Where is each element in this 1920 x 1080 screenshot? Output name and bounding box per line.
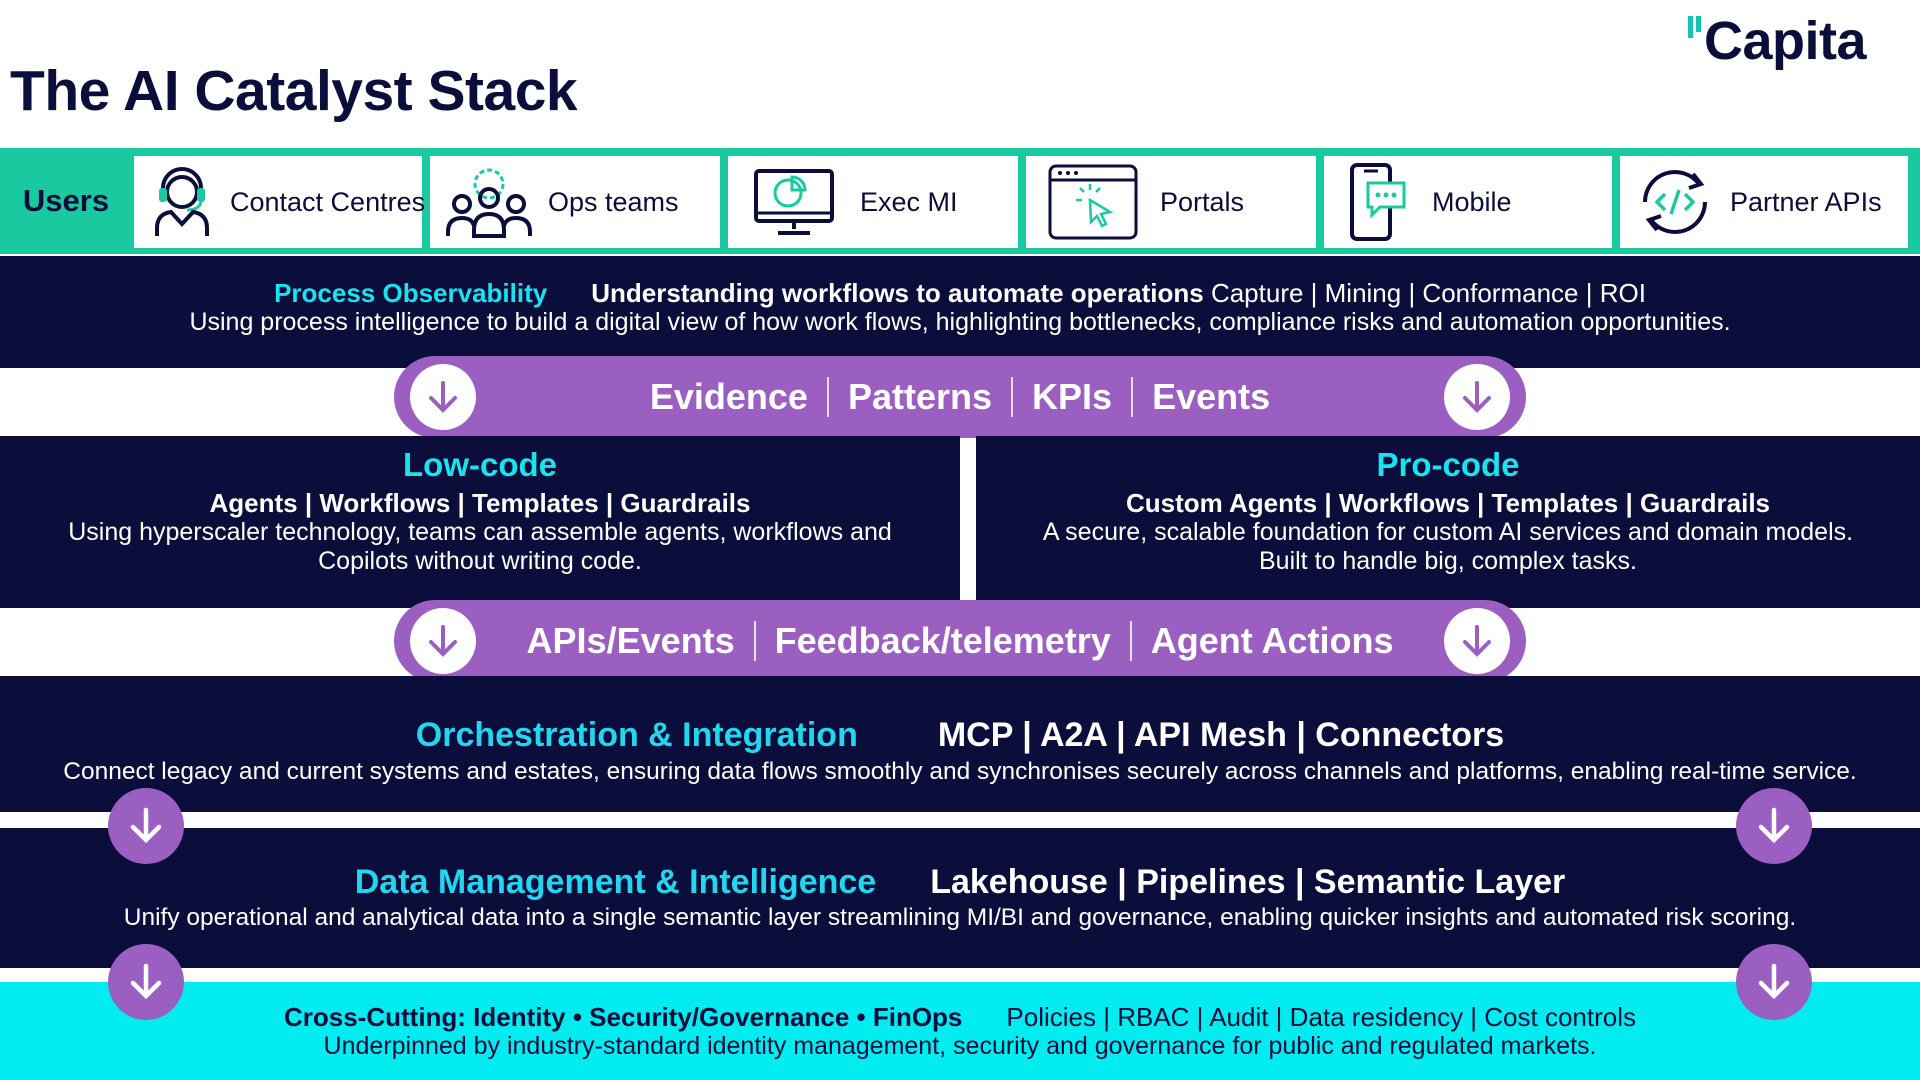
data-management-description: Unify operational and analytical data in… [123,904,1797,931]
page-title: The AI Catalyst Stack [10,59,578,123]
user-label: Exec MI [860,186,958,217]
pill-divider [1011,377,1014,417]
process-observability-subtitle: Understanding workflows to automate oper… [591,278,1204,308]
logo-mark-bar [1688,16,1693,38]
user-card-portals: Portals [1026,156,1316,248]
pill-divider [1131,377,1134,417]
pro-code-panel: Pro-code Custom Agents | Workflows | Tem… [976,436,1920,608]
users-label: Users [22,183,110,218]
arrow-down-icon [1444,364,1510,430]
process-observability-description: Using process intelligence to build a di… [189,308,1731,336]
flow-item-evidence: Evidence [649,376,808,417]
arrow-down-icon [1444,608,1510,674]
flow-item-agent-actions: Agent Actions [1150,620,1394,661]
pro-code-title: Pro-code [1376,446,1520,483]
logo-text: Capita [1704,11,1867,71]
monitor-chart-icon [728,156,860,248]
arrow-down-icon [108,788,184,864]
user-label: Portals [1160,186,1245,217]
flow-pill-apis: APIs/Events Feedback/telemetry Agent Act… [394,600,1526,682]
pro-code-subtitle: Custom Agents | Workflows | Templates | … [1125,488,1771,518]
arrow-down-icon [1736,788,1812,864]
arrow-down-icon [1736,944,1812,1020]
data-management-heading: Data Management & Intelligence Lakehouse … [0,863,1920,902]
user-label: Partner APIs [1730,186,1882,217]
user-card-mobile: Mobile [1324,156,1612,248]
capita-logo: Capita [1688,11,1898,74]
browser-cursor-icon [1026,156,1160,248]
cross-cutting-title: Cross-Cutting: Identity • Security/Gover… [283,1002,963,1032]
orchestration-description: Connect legacy and current systems and e… [63,758,1857,785]
data-management-band: Data Management & Intelligence Lakehouse … [0,828,1920,968]
arrow-down-icon [410,364,476,430]
orchestration-heading: Orchestration & Integration MCP | A2A | A… [0,716,1920,755]
process-observability-title: Process Observability [274,278,548,308]
low-code-subtitle: Agents | Workflows | Templates | Guardra… [209,488,751,518]
flow-item-apis-events: APIs/Events [526,620,735,661]
flow-item-kpis: KPIs [1032,376,1113,417]
cross-cutting-band: Cross-Cutting: Identity • Security/Gover… [0,982,1920,1080]
user-label: Ops teams [548,186,679,217]
team-gear-icon [430,156,548,248]
flow-item-feedback-telemetry: Feedback/telemetry [774,620,1111,661]
user-card-exec-mi: Exec MI [728,156,1018,248]
code-sync-icon [1620,156,1730,248]
low-code-description: Using hyperscaler technology, teams can … [68,518,892,575]
process-observability-band: Process Observability Understanding workf… [0,256,1920,368]
orchestration-band: Orchestration & Integration MCP | A2A | A… [0,676,1920,812]
cross-cutting-description: Underpinned by industry-standard identit… [323,1032,1597,1060]
user-label: Mobile [1432,186,1512,217]
flow-item-patterns: Patterns [847,376,993,417]
user-card-ops-teams: Ops teams [430,156,720,248]
logo-mark-bar [1696,16,1701,32]
data-management-title: Data Management & Intelligence [354,863,877,901]
pill-divider [1129,621,1132,661]
orchestration-tags: MCP | A2A | API Mesh | Connectors [937,716,1505,754]
cross-cutting-heading: Cross-Cutting: Identity • Security/Gover… [0,1002,1920,1033]
arrow-down-icon [410,608,476,674]
headset-agent-icon [134,156,230,248]
data-management-tags: Lakehouse | Pipelines | Semantic Layer [930,863,1566,901]
pro-code-description: A secure, scalable foundation for custom… [1042,518,1854,575]
low-code-panel: Low-code Agents | Workflows | Templates … [0,436,960,608]
pill-divider [826,377,829,417]
user-card-contact-centres: Contact Centres [134,156,426,248]
user-card-partner-apis: Partner APIs [1620,156,1908,248]
flow-item-events: Events [1152,376,1271,417]
orchestration-title: Orchestration & Integration [415,716,858,754]
arrow-down-icon [108,944,184,1020]
process-observability-heading: Process Observability Understanding workf… [0,278,1920,309]
user-label: Contact Centres [230,186,426,217]
cross-cutting-tags: Policies | RBAC | Audit | Data residency… [1006,1002,1637,1032]
pill-divider [753,621,756,661]
flow-pill-evidence: Evidence Patterns KPIs Events [394,356,1526,438]
low-code-title: Low-code [403,446,557,483]
mobile-chat-icon [1324,156,1432,248]
process-observability-tags: Capture | Mining | Conformance | ROI [1210,278,1646,308]
